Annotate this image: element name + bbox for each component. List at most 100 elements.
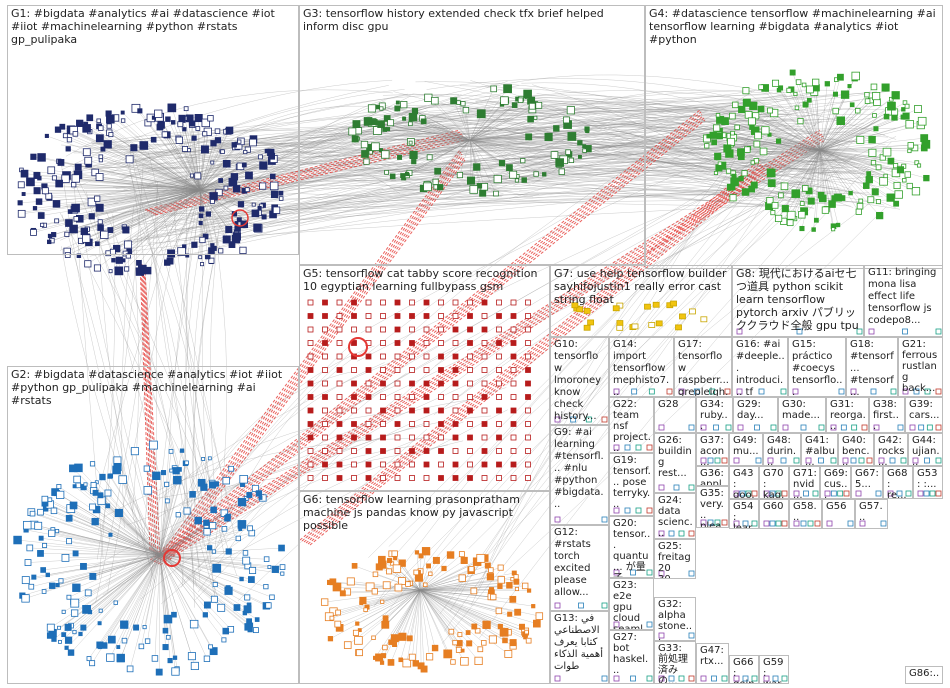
edge bbox=[159, 554, 211, 647]
edge bbox=[360, 119, 810, 334]
edge bbox=[51, 533, 161, 556]
edge bbox=[50, 554, 161, 636]
edge bbox=[444, 193, 823, 599]
square-node-icon bbox=[120, 118, 126, 123]
square-node-icon bbox=[89, 503, 96, 511]
edge bbox=[75, 133, 201, 191]
group-box-g2: G2: #bigdata #datascience #analytics #io… bbox=[7, 366, 299, 684]
edge bbox=[132, 248, 139, 512]
edge bbox=[469, 105, 539, 141]
edge bbox=[156, 475, 161, 556]
edge bbox=[85, 124, 201, 191]
group-label-g53: G53: :... bbox=[917, 468, 938, 490]
group-label-g49: G49: mu... bbox=[733, 435, 761, 457]
square-node-icon bbox=[544, 132, 553, 142]
edge bbox=[61, 246, 146, 546]
edge bbox=[83, 554, 161, 567]
edge bbox=[159, 554, 216, 585]
square-node-icon bbox=[514, 178, 520, 183]
square-node-icon bbox=[228, 465, 235, 472]
square-node-icon bbox=[528, 102, 536, 110]
group-label-g20: G20: tensor... quantu... が量子... bbox=[613, 518, 651, 577]
edge bbox=[129, 159, 201, 191]
edge bbox=[469, 139, 560, 165]
square-node-icon bbox=[20, 169, 29, 178]
edge bbox=[519, 167, 794, 192]
square-node-icon bbox=[210, 243, 215, 248]
square-node-icon bbox=[165, 635, 171, 640]
edge bbox=[143, 145, 201, 191]
edge bbox=[520, 96, 820, 194]
square-node-icon bbox=[66, 594, 72, 600]
square-node-icon bbox=[88, 213, 95, 220]
square-node-icon bbox=[189, 491, 196, 498]
edge bbox=[210, 226, 220, 509]
edge bbox=[99, 554, 161, 646]
highlight-edge bbox=[150, 135, 464, 214]
edge bbox=[27, 554, 161, 563]
edge bbox=[469, 139, 537, 175]
square-node-icon bbox=[456, 171, 463, 179]
highlight-edge bbox=[153, 133, 823, 563]
edge bbox=[153, 139, 201, 191]
square-node-icon bbox=[13, 535, 22, 545]
square-node-icon bbox=[400, 101, 408, 109]
square-node-icon bbox=[143, 465, 150, 472]
square-node-icon bbox=[49, 582, 56, 589]
edge bbox=[184, 189, 201, 247]
edge bbox=[153, 247, 218, 600]
square-node-icon bbox=[200, 262, 205, 267]
square-node-icon bbox=[54, 126, 62, 133]
square-node-icon bbox=[51, 636, 57, 642]
square-node-icon bbox=[99, 473, 106, 481]
square-node-icon bbox=[64, 231, 70, 237]
group-box-g9: G9: #ai learning #tensorfl... #nlu #pyth… bbox=[550, 425, 609, 525]
square-node-icon bbox=[162, 627, 169, 634]
group-box-g33: G33: 前処理済みの... bbox=[654, 641, 696, 684]
edge bbox=[50, 554, 161, 628]
edge bbox=[159, 554, 161, 673]
square-node-icon bbox=[582, 148, 587, 153]
edge bbox=[159, 547, 210, 556]
square-node-icon bbox=[194, 516, 202, 525]
group-box-g49: G49: mu... bbox=[729, 433, 763, 466]
group-label-g17: G17: tensorflow raspberr... grepleigh... bbox=[678, 339, 729, 397]
square-node-icon bbox=[89, 572, 97, 580]
square-node-icon bbox=[493, 190, 499, 197]
square-node-icon bbox=[566, 106, 575, 115]
edge bbox=[456, 110, 775, 184]
square-node-icon bbox=[225, 585, 231, 591]
edge bbox=[469, 139, 580, 143]
square-node-icon bbox=[17, 200, 23, 206]
highlight-edge bbox=[167, 157, 465, 560]
edge bbox=[97, 189, 201, 244]
group-label-g31: G31: reorga... bbox=[830, 399, 866, 432]
edge bbox=[819, 149, 899, 195]
group-label-g47: G47: rtx... bbox=[700, 645, 728, 667]
square-node-icon bbox=[89, 461, 96, 467]
highlight-edge bbox=[144, 269, 161, 556]
square-node-icon bbox=[269, 594, 275, 600]
square-node-icon bbox=[21, 576, 30, 585]
group-label-g71: G71: nvid... bbox=[793, 468, 820, 499]
square-node-icon bbox=[253, 627, 259, 634]
edge bbox=[45, 189, 201, 191]
group-label-g66: G66: goin... bbox=[733, 657, 755, 683]
highlight-edge bbox=[169, 159, 466, 561]
square-node-icon bbox=[78, 631, 83, 637]
square-node-icon bbox=[64, 623, 72, 631]
square-node-icon bbox=[462, 107, 470, 114]
edge bbox=[384, 120, 778, 152]
square-node-icon bbox=[257, 154, 263, 160]
edge bbox=[199, 143, 214, 191]
edge bbox=[516, 90, 897, 140]
edge bbox=[159, 554, 251, 626]
edge bbox=[717, 149, 821, 157]
edge bbox=[469, 139, 472, 181]
square-node-icon bbox=[348, 127, 357, 136]
square-node-icon bbox=[50, 507, 58, 515]
square-node-icon bbox=[223, 185, 229, 191]
square-node-icon bbox=[367, 104, 377, 113]
square-node-icon bbox=[72, 550, 79, 557]
edge bbox=[199, 189, 281, 194]
